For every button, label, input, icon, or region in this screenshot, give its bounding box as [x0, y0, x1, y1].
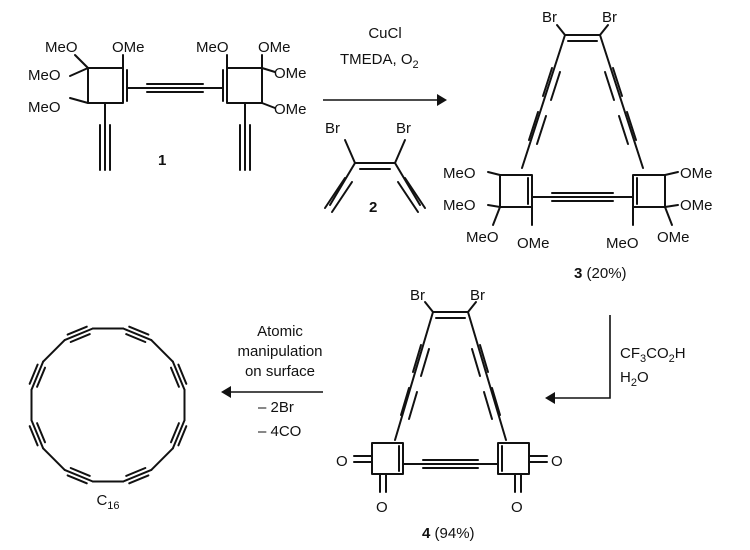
- br-label: Br: [470, 287, 485, 304]
- ring-bond: [150, 447, 174, 471]
- ring-bond: [150, 339, 174, 363]
- c16-ring-structure: [28, 325, 188, 485]
- condition-manipulation: manipulation: [237, 343, 322, 360]
- compound-3-caption: 3 (20%): [574, 265, 627, 282]
- br-label: Br: [325, 120, 340, 137]
- condition-tmeda: TMEDA, O2: [340, 51, 419, 71]
- ring-bond: [42, 447, 66, 471]
- meo-label: MeO: [443, 165, 476, 182]
- ring-bond: [125, 467, 147, 477]
- condition-minus-2br: – 2Br: [258, 399, 294, 416]
- ring-bond: [122, 327, 153, 342]
- ring-bond: [69, 333, 91, 343]
- ring-bond: [170, 366, 180, 388]
- condition-water: H2O: [620, 369, 649, 389]
- ring-bond: [128, 474, 150, 485]
- meo-label: MeO: [196, 39, 229, 56]
- compound-3-structure: [487, 24, 679, 226]
- compound-2-structure: [324, 139, 426, 213]
- ome-label: OMe: [680, 165, 713, 182]
- arrow-head-1: [437, 94, 447, 106]
- ring-bond: [170, 422, 180, 444]
- oxygen-label: O: [376, 499, 388, 516]
- ome-label: OMe: [274, 101, 307, 118]
- ring-bond: [36, 366, 46, 388]
- oxygen-label: O: [551, 453, 563, 470]
- ring-bond: [69, 467, 91, 477]
- compound-4-caption: 4 (94%): [422, 525, 475, 542]
- ome-label: OMe: [258, 39, 291, 56]
- ring-bond: [171, 360, 186, 391]
- condition-on-surface: on surface: [245, 363, 315, 380]
- meo-label: MeO: [606, 235, 639, 252]
- meo-label: MeO: [466, 229, 499, 246]
- arrow-head-3: [221, 386, 231, 398]
- ome-label: OMe: [517, 235, 550, 252]
- meo-label: MeO: [45, 39, 78, 56]
- condition-tfa: CF3CO2H: [620, 345, 686, 365]
- ring-bond: [30, 419, 45, 450]
- ring-bond: [42, 339, 66, 363]
- ring-bond: [28, 425, 39, 447]
- ring-bond: [63, 327, 94, 342]
- br-label: Br: [396, 120, 411, 137]
- compound-4-structure: [353, 301, 548, 493]
- ring-bond: [177, 425, 188, 447]
- meo-label: MeO: [28, 67, 61, 84]
- ome-label: OMe: [274, 65, 307, 82]
- condition-minus-4co: – 4CO: [258, 423, 301, 440]
- br-label: Br: [542, 9, 557, 26]
- compound-1-number: 1: [158, 152, 166, 169]
- ome-label: OMe: [657, 229, 690, 246]
- ring-bond: [30, 360, 45, 391]
- ome-label: OMe: [680, 197, 713, 214]
- ring-bond: [66, 474, 88, 485]
- br-label: Br: [410, 287, 425, 304]
- arrow-head-2: [545, 392, 555, 404]
- c16-label: C16: [96, 492, 119, 512]
- oxygen-label: O: [336, 453, 348, 470]
- ring-bond: [122, 468, 153, 483]
- ring-bond: [36, 422, 46, 444]
- br-label: Br: [602, 9, 617, 26]
- ring-bond: [171, 419, 186, 450]
- ring-bond: [128, 325, 150, 336]
- ome-label: OMe: [112, 39, 145, 56]
- oxygen-label: O: [511, 499, 523, 516]
- compound-1-structure: [69, 54, 276, 171]
- meo-label: MeO: [443, 197, 476, 214]
- ring-bond: [66, 325, 88, 336]
- ring-bond: [125, 333, 147, 343]
- reaction-arrow-2: [555, 315, 611, 399]
- ring-bond: [28, 363, 39, 385]
- condition-atomic: Atomic: [257, 323, 303, 340]
- compound-2-number: 2: [369, 199, 377, 216]
- ring-bond: [177, 363, 188, 385]
- condition-cucl: CuCl: [368, 25, 401, 42]
- meo-label: MeO: [28, 99, 61, 116]
- ring-bond: [63, 468, 94, 483]
